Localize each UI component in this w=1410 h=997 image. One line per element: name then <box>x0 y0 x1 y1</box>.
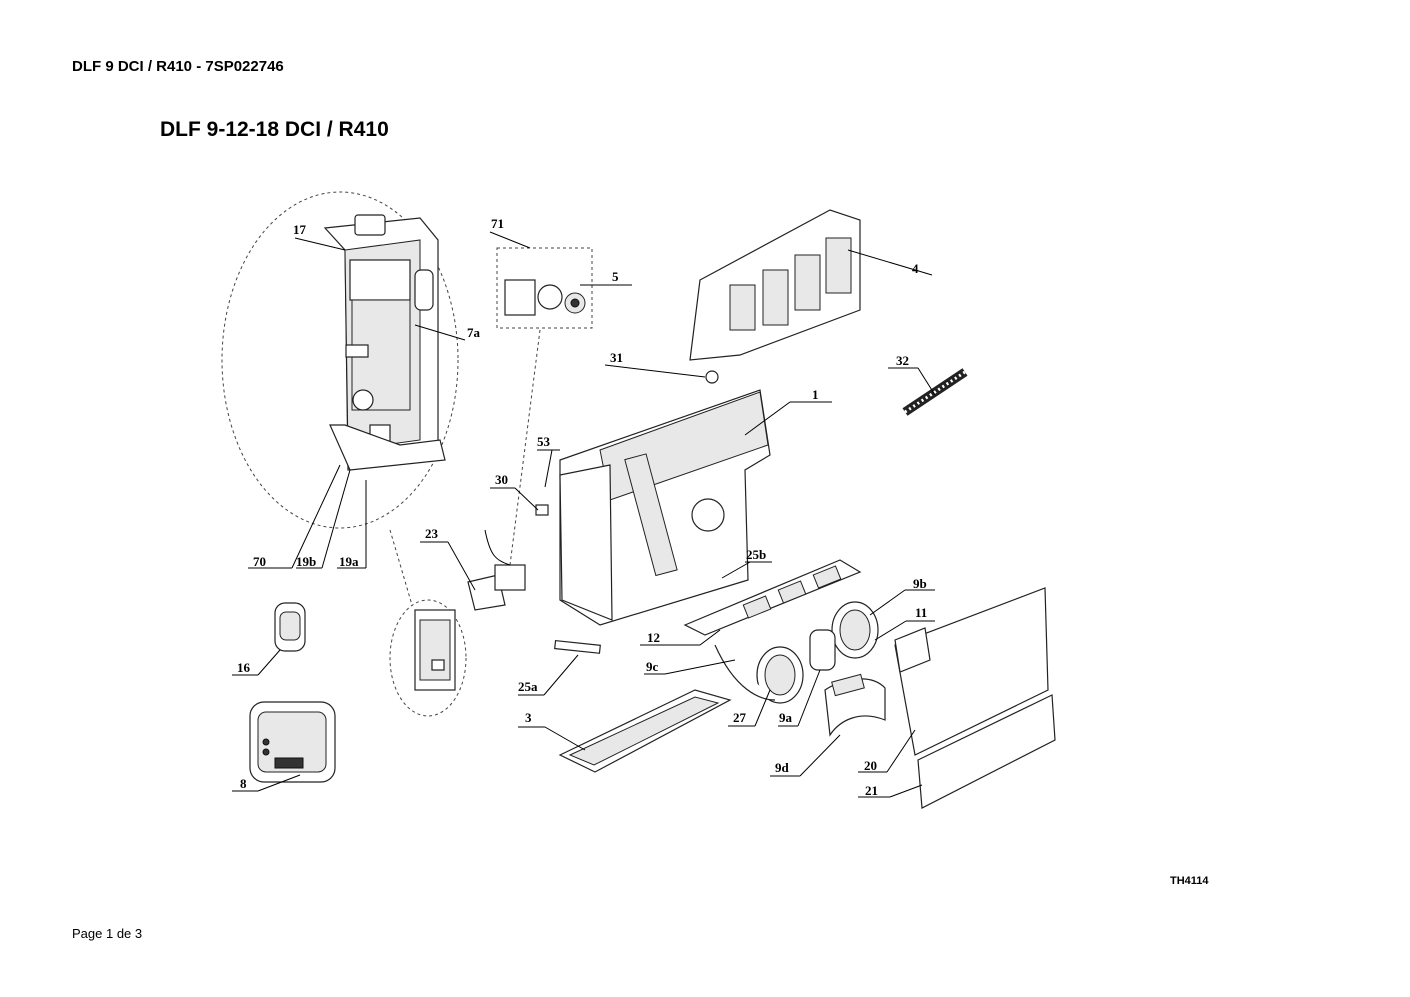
callout-53: 53 <box>537 434 551 449</box>
callout-7a: 7a <box>467 325 481 340</box>
callout-25b: 25b <box>746 547 766 562</box>
drawing-reference: TH4114 <box>1170 875 1209 887</box>
board-detail-part <box>414 609 456 691</box>
callout-11: 11 <box>915 605 927 620</box>
callout-16: 16 <box>237 660 251 675</box>
document-header: DLF 9 DCI / R410 - 7SP022746 <box>72 58 284 75</box>
sensor-part <box>535 504 549 516</box>
screw-part <box>705 370 719 384</box>
control-box-group-outline <box>221 191 459 529</box>
callout-5: 5 <box>612 269 619 284</box>
callout-27: 27 <box>733 710 747 725</box>
callout-9b: 9b <box>913 576 927 591</box>
callout-20: 20 <box>864 758 877 773</box>
callout-9c: 9c <box>646 659 659 674</box>
callout-3: 3 <box>525 710 532 725</box>
callout-30: 30 <box>495 472 508 487</box>
remote-control-part <box>274 602 306 652</box>
control-box-part <box>323 214 446 471</box>
callout-9d: 9d <box>775 760 790 775</box>
drain-hose-part <box>902 368 968 416</box>
bracket-part <box>554 639 601 654</box>
callout-4: 4 <box>912 261 919 276</box>
callout-32: 32 <box>896 353 909 368</box>
wall-controller-part <box>249 701 336 783</box>
pump-part <box>467 529 526 611</box>
fan-assembly-part <box>714 601 879 704</box>
callout-19b: 19b <box>296 554 316 569</box>
front-panel-part <box>689 209 861 361</box>
valve-assembly-part <box>504 279 586 316</box>
page-number: Page 1 de 3 <box>72 926 143 941</box>
main-chassis-part <box>559 389 771 626</box>
side-cover-part <box>894 587 1056 809</box>
group-71-outline <box>496 247 593 329</box>
callout-17: 17 <box>293 222 307 237</box>
board-detail-outline <box>389 599 467 717</box>
callout-25a: 25a <box>518 679 538 694</box>
diagram-title: DLF 9-12-18 DCI / R410 <box>160 118 389 141</box>
callout-1: 1 <box>812 387 819 402</box>
callout-70: 70 <box>253 554 266 569</box>
fan-base-part <box>683 559 862 636</box>
callout-8: 8 <box>240 776 247 791</box>
callout-71: 71 <box>491 216 504 231</box>
callout-23: 23 <box>425 526 439 541</box>
callout-12: 12 <box>647 630 660 645</box>
callout-9a: 9a <box>779 710 793 725</box>
callout-21: 21 <box>865 783 878 798</box>
callout-19a: 19a <box>339 554 359 569</box>
callout-31: 31 <box>610 350 623 365</box>
filter-part <box>558 689 732 773</box>
volute-part <box>824 673 886 737</box>
